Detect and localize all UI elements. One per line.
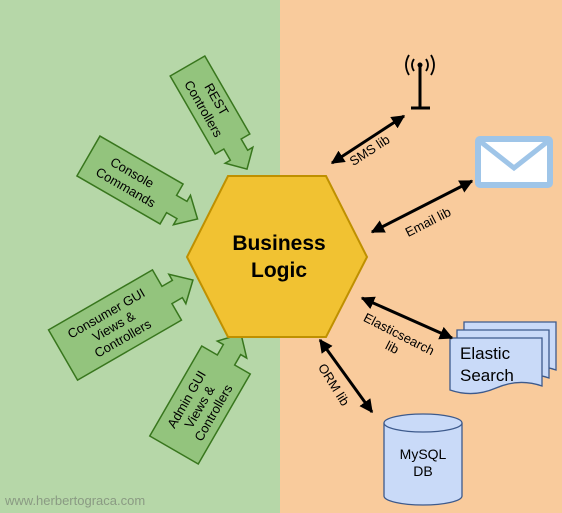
sms-arrow bbox=[330, 114, 406, 165]
database-cylinder bbox=[383, 413, 463, 506]
business-logic-hexagon bbox=[185, 175, 369, 338]
envelope-icon bbox=[475, 136, 553, 188]
elastic-search-documents bbox=[449, 321, 557, 395]
orm-arrow bbox=[318, 338, 374, 414]
email-arrow bbox=[370, 179, 474, 234]
db-line1: MySQL bbox=[400, 446, 447, 462]
elastic-box-line1: Elastic bbox=[460, 344, 511, 363]
elasticsearch-arrow bbox=[360, 296, 454, 340]
svg-text:Admin GUI Views &: Admin GUI Views & Controllers bbox=[164, 365, 237, 446]
db-line2: DB bbox=[413, 463, 432, 479]
elastic-box-line2: Search bbox=[460, 366, 514, 385]
antenna-icon bbox=[405, 54, 435, 110]
admin-gui-adapter: Admin GUI Views & Controllers bbox=[148, 333, 252, 466]
elasticsearch-lib-line2: lib bbox=[383, 338, 401, 357]
business-logic-line1: Business bbox=[232, 232, 325, 255]
watermark: www.herbertograca.com bbox=[4, 493, 145, 508]
business-logic-line2: Logic bbox=[251, 259, 307, 282]
